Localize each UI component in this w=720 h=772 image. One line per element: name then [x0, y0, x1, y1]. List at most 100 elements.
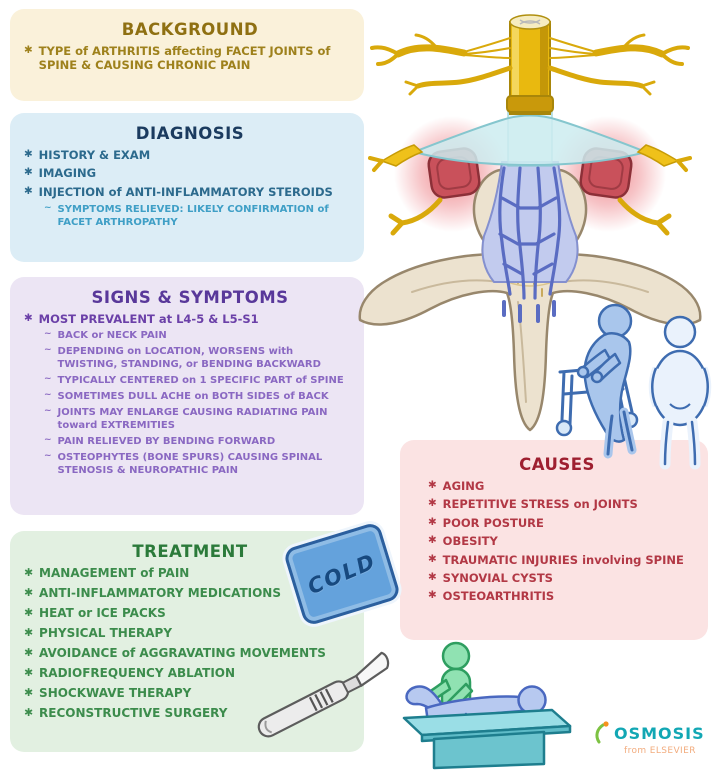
- bullet-item: ~ DEPENDING on LOCATION, WORSENS with TWI…: [44, 345, 356, 371]
- bullet-text: POOR POSTURE: [442, 515, 544, 530]
- tilde-bullet-icon: ~: [44, 451, 52, 462]
- tilde-bullet-icon: ~: [44, 329, 52, 340]
- asterisk-bullet-icon: ✱: [24, 686, 34, 699]
- osmosis-logo-tagline: from ELSEVIER: [624, 746, 696, 756]
- bullet-text: OSTEOARTHRITIS: [442, 589, 555, 604]
- cold-pack-label: COLD: [304, 548, 380, 600]
- panel-background: BACKGROUND ✱ TYPE of ARTHRITIS affecting …: [10, 9, 364, 101]
- tilde-bullet-icon: ~: [44, 345, 52, 356]
- nerve-roots-right: [547, 33, 690, 96]
- asterisk-bullet-icon: ✱: [24, 606, 34, 619]
- bullet-item: ✱ANTI-INFLAMMATORY MEDICATIONS: [24, 586, 356, 601]
- bullet-text: PAIN RELIEVED BY BENDING FORWARD: [57, 436, 276, 448]
- asterisk-bullet-icon: ✱: [428, 515, 437, 528]
- nerve-roots-left: [370, 33, 513, 96]
- bullet-text: AGING: [442, 479, 485, 493]
- osmosis-logo: OSMOSIS from ELSEVIER: [594, 721, 718, 756]
- aging-obesity-figures: [555, 303, 712, 470]
- section-title-signs-symptoms: SIGNS & SYMPTOMS: [91, 288, 289, 307]
- panel-causes: CAUSES ✱ AGING ✱REPETITIVE STRESS on JOINT…: [400, 440, 708, 640]
- asterisk-bullet-icon: ✱: [24, 312, 33, 324]
- bullet-item: ✱ HISTORY & EXAM: [24, 148, 356, 162]
- bullet-item: ~ BACK or NECK PAIN: [44, 329, 356, 342]
- bullet-list-treatment: ✱ MANAGEMENT of PAIN ✱ANTI-INFLAMMATORY ME…: [24, 566, 356, 721]
- bullet-item: ~ SYMPTOMS RELIEVED: LIKELY CONFIRMATION …: [44, 203, 356, 229]
- bullet-item: ~ PAIN RELIEVED BY BENDING FORWARD: [44, 435, 356, 448]
- panel-signs-symptoms: SIGNS & SYMPTOMS ✱ MOST PREVALENT at L4-5…: [10, 277, 364, 515]
- bullet-text: SYNOVIAL CYSTS: [442, 570, 553, 585]
- section-title-treatment: TREATMENT: [132, 542, 248, 561]
- tilde-bullet-icon: ~: [44, 390, 52, 401]
- vertebra-facet-joint-illustration: [358, 14, 702, 432]
- bullet-text: IMAGING: [38, 166, 97, 181]
- bullet-item: ✱ MOST PREVALENT at L4-5 & L5-S1: [24, 312, 356, 326]
- asterisk-bullet-icon: ✱: [428, 589, 437, 602]
- osmosis-logo-text: OSMOSIS: [614, 723, 705, 743]
- bullet-text: HISTORY & EXAM: [38, 148, 151, 162]
- bullet-item: ✱ TYPE of ARTHRITIS affecting FACET JOINT…: [24, 44, 356, 73]
- bullet-text: OSTEOPHYTES (BONE SPURS) CAUSING SPINAL …: [57, 452, 323, 477]
- bullet-item: ~SOMETIMES DULL ACHE on BOTH SIDES of BA…: [44, 390, 356, 403]
- asterisk-bullet-icon: ✱: [428, 534, 437, 547]
- bullet-item: ✱ TRAUMATIC INJURIES involving SPINE: [428, 553, 700, 567]
- bullet-text: DEPENDING on LOCATION, WORSENS with TWIS…: [57, 346, 321, 371]
- tilde-bullet-icon: ~: [44, 406, 52, 417]
- exiting-nerve-right: [617, 197, 672, 236]
- tilde-bullet-icon: ~: [44, 374, 52, 385]
- scalpel-icon: [257, 651, 390, 738]
- asterisk-bullet-icon: ✱: [428, 497, 437, 510]
- bullet-text: AVOIDANCE of AGGRAVATING MOVEMENTS: [39, 646, 326, 660]
- bullet-item: ✱ AGING: [428, 479, 700, 493]
- section-title-diagnosis: DIAGNOSIS: [135, 124, 245, 143]
- bullet-text: MOST PREVALENT at L4-5 & L5-S1: [38, 312, 259, 326]
- bullet-item: ✱REPETITIVE STRESS on JOINTS: [428, 497, 700, 511]
- spinal-cord: [370, 14, 690, 115]
- tilde-bullet-icon: ~: [44, 435, 52, 446]
- section-title-background: BACKGROUND: [121, 20, 259, 39]
- therapy-table: [402, 708, 572, 770]
- bullet-text: JOINTS MAY ENLARGE CAUSING RADIATING PAI…: [57, 407, 328, 432]
- asterisk-bullet-icon: ✱: [24, 566, 34, 579]
- asterisk-bullet-icon: ✱: [428, 552, 437, 565]
- bullet-item: ✱ RECONSTRUCTIVE SURGERY: [24, 706, 356, 721]
- bullet-list-signs-symptoms: ✱ MOST PREVALENT at L4-5 & L5-S1 ~ BACK or …: [24, 312, 356, 477]
- bullet-text: OBESITY: [442, 534, 498, 549]
- bullet-text: MANAGEMENT of PAIN: [39, 566, 190, 580]
- bullet-text: TYPE of ARTHRITIS affecting FACET JOINTS…: [38, 44, 331, 73]
- bullet-text: BACK or NECK PAIN: [57, 330, 167, 342]
- osmosis-swoosh-icon: [595, 721, 609, 744]
- section-title-causes: CAUSES: [519, 455, 595, 474]
- bullet-item: ~ TYPICALLY CENTERED on 1 SPECIFIC PART o…: [44, 374, 356, 387]
- asterisk-bullet-icon: ✱: [24, 706, 34, 719]
- bullet-text: SYMPTOMS RELIEVED: LIKELY CONFIRMATION o…: [57, 204, 329, 229]
- asterisk-bullet-icon: ✱: [24, 646, 34, 659]
- asterisk-bullet-icon: ✱: [24, 166, 33, 179]
- bullet-text: RADIOFREQUENCY ABLATION: [39, 666, 236, 680]
- bullet-text: HEAT or ICE PACKS: [39, 606, 166, 620]
- bullet-item: ✱SHOCKWAVE THERAPY: [24, 686, 356, 701]
- asterisk-bullet-icon: ✱: [24, 666, 34, 679]
- asterisk-bullet-icon: ✱: [24, 148, 33, 160]
- exiting-nerve-left: [388, 197, 443, 236]
- bullet-text: RECONSTRUCTIVE SURGERY: [39, 706, 228, 720]
- bullet-list-background: ✱ TYPE of ARTHRITIS affecting FACET JOINT…: [24, 44, 356, 73]
- obese-figure: [648, 315, 712, 470]
- asterisk-bullet-icon: ✱: [428, 570, 437, 583]
- bullet-list-causes: ✱AGING✱REPETITIVE STRESS on JOINTS✱POOR …: [414, 479, 700, 604]
- bullet-text: TYPICALLY CENTERED on 1 SPECIFIC PART of…: [57, 375, 344, 387]
- bullet-item: ~ OSTEOPHYTES (BONE SPURS) CAUSING SPINAL…: [44, 451, 356, 477]
- bullet-item: ~ JOINTS MAY ENLARGE CAUSING RADIATING PA…: [44, 406, 356, 432]
- bullet-item: ✱ RADIOFREQUENCY ABLATION: [24, 666, 356, 681]
- asterisk-bullet-icon: ✱: [24, 626, 34, 639]
- asterisk-bullet-icon: ✱: [24, 44, 33, 56]
- bullet-text: INJECTION of ANTI-INFLAMMATORY STEROIDS: [38, 184, 333, 199]
- bullet-item: ✱ POOR POSTURE: [428, 516, 700, 530]
- asterisk-bullet-icon: ✱: [428, 479, 437, 491]
- physical-therapy-scene: [402, 641, 572, 770]
- tilde-bullet-icon: ~: [44, 203, 52, 214]
- asterisk-bullet-icon: ✱: [24, 184, 33, 197]
- bullet-item: ✱ HEAT or ICE PACKS: [24, 606, 356, 621]
- bullet-text: PHYSICAL THERAPY: [39, 626, 173, 640]
- bullet-text: TRAUMATIC INJURIES involving SPINE: [442, 552, 684, 567]
- venous-plexus: [481, 161, 579, 323]
